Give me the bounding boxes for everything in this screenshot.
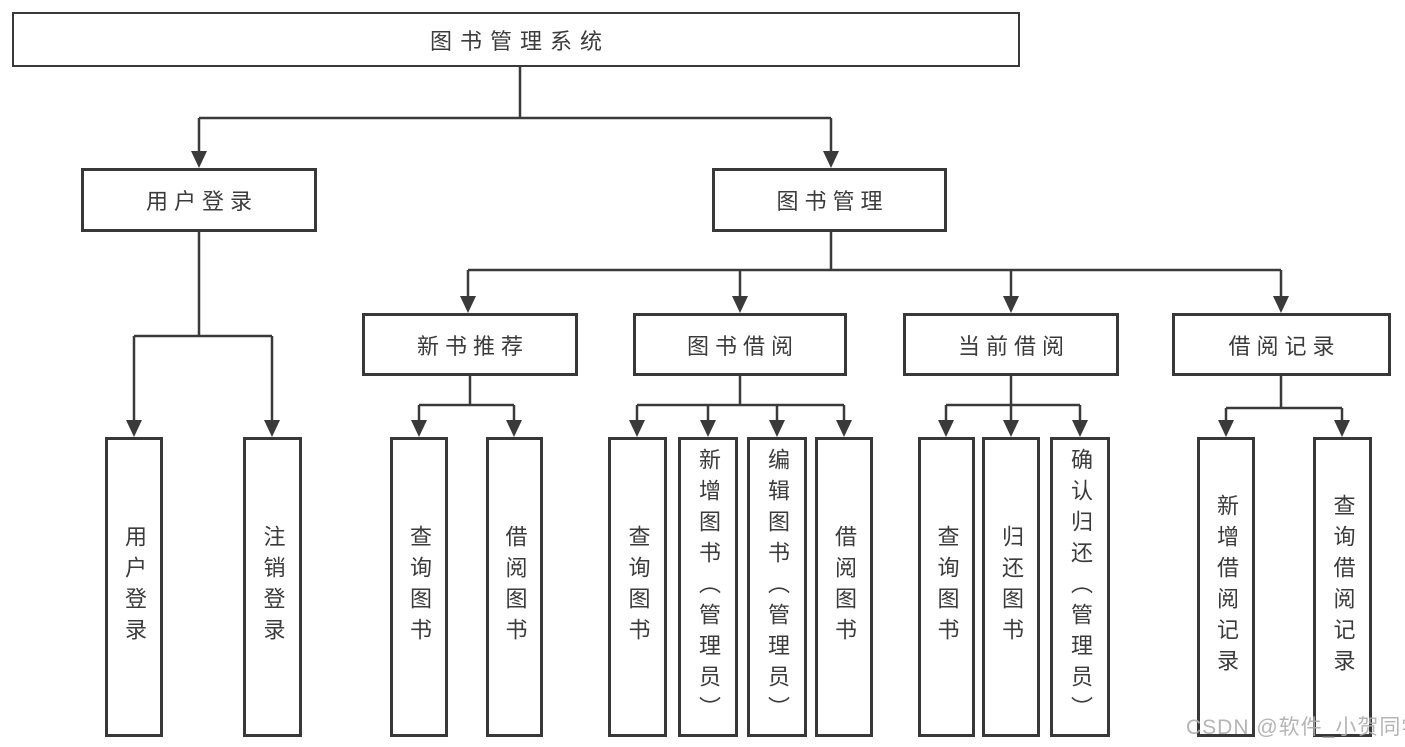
node-borrow-records: 借阅记录 [1172, 313, 1391, 376]
node-label: 借阅图书 [832, 525, 857, 649]
node-label: 图书管理系统 [429, 28, 610, 54]
leaf-borrow-add-admin: 新增图书（管理员） [678, 437, 738, 737]
node-label: 借阅图书 [502, 525, 528, 649]
node-label: 图书管理 [776, 189, 889, 214]
leaf-current-return: 归还图书 [982, 437, 1040, 737]
leaf-record-add: 新增借阅记录 [1197, 437, 1255, 737]
node-label: 查询图书 [407, 525, 432, 649]
leaf-logout: 注销登录 [243, 437, 302, 737]
node-user-login: 用户登录 [81, 168, 317, 232]
node-current-borrow: 当前借阅 [903, 313, 1119, 376]
node-label: 新增借阅记录 [1214, 494, 1239, 680]
leaf-newbook-query: 查询图书 [390, 437, 448, 737]
node-library-system: 图书管理系统 [12, 12, 1020, 67]
leaf-current-query: 查询图书 [918, 437, 975, 737]
leaf-newbook-borrow: 借阅图书 [486, 437, 543, 737]
node-label: 用户登录 [122, 525, 147, 649]
leaf-borrow-edit-admin: 编辑图书（管理员） [747, 437, 807, 737]
node-label: 当前借阅 [957, 333, 1070, 359]
leaf-current-confirm-admin: 确认归还（管理员） [1050, 437, 1110, 737]
leaf-record-query: 查询借阅记录 [1313, 437, 1372, 737]
node-new-book-recommend: 新书推荐 [362, 313, 578, 376]
node-label: 查询图书 [934, 525, 960, 649]
node-label: 查询图书 [625, 525, 651, 649]
node-label: 借阅记录 [1228, 333, 1341, 359]
node-book-management: 图书管理 [712, 168, 947, 232]
node-label: 图书借阅 [686, 333, 799, 359]
node-label: 确认归还（管理员） [1068, 447, 1093, 727]
watermark: CSDN @软件_小贺同学 [1186, 716, 1405, 739]
leaf-borrow-query: 查询图书 [608, 437, 667, 737]
node-book-borrow: 图书借阅 [633, 313, 847, 376]
node-label: 查询借阅记录 [1330, 494, 1356, 680]
node-label: 注销登录 [260, 525, 286, 649]
leaf-borrow-borrow: 借阅图书 [815, 437, 873, 737]
leaf-user-login: 用户登录 [105, 437, 163, 737]
node-label: 用户登录 [145, 189, 258, 214]
node-label: 新书推荐 [416, 333, 529, 359]
node-label: 编辑图书（管理员） [765, 447, 790, 727]
node-label: 归还图书 [999, 525, 1024, 649]
node-label: 新增图书（管理员） [696, 447, 721, 727]
